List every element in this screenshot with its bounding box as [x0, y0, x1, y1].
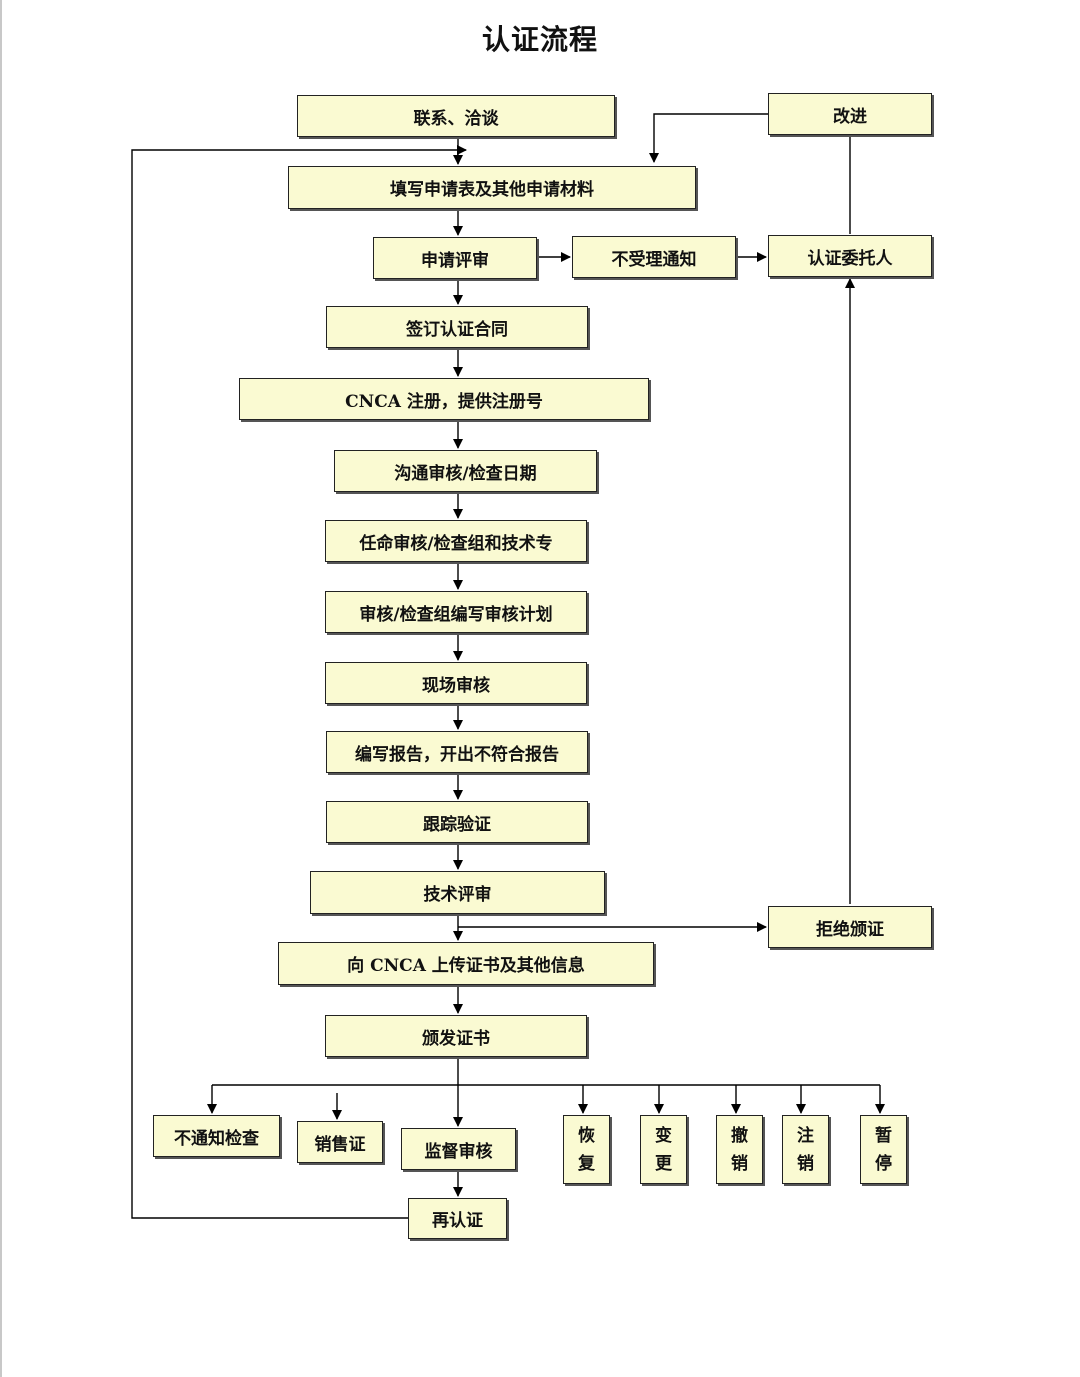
step-sign-contract-label: 签订认证合同 — [406, 319, 508, 340]
step-client: 认证委托人 — [768, 235, 932, 277]
page-edge — [0, 0, 2, 1377]
step-not-accepted: 不受理通知 — [572, 236, 736, 278]
step-contact-label: 联系、洽谈 — [413, 108, 499, 129]
step-onsite-audit-label: 现场审核 — [422, 675, 490, 696]
step-onsite-audit: 现场审核 — [325, 662, 587, 704]
step-change: 变 更 — [640, 1115, 687, 1184]
step-revoke: 撤 销 — [716, 1115, 763, 1184]
step-application-review: 申请评审 — [373, 237, 537, 279]
step-unannounced-label: 不通知检查 — [174, 1128, 259, 1149]
step-suspend-char-2: 停 — [875, 1153, 892, 1174]
step-restore-char-1: 恢 — [578, 1125, 595, 1146]
step-contact: 联系、洽谈 — [297, 95, 615, 137]
step-client-label: 认证委托人 — [807, 248, 893, 269]
step-appoint-team-label: 任命审核/检查组和技术专 — [359, 533, 553, 554]
step-change-char-2: 更 — [655, 1153, 672, 1174]
step-cnca-register-label: CNCA 注册，提供注册号 — [345, 391, 543, 412]
step-audit-plan: 审核/检查组编写审核计划 — [325, 591, 587, 633]
step-refuse-cert: 拒绝颁证 — [768, 906, 932, 948]
step-write-report-label: 编写报告，开出不符合报告 — [355, 744, 559, 765]
step-unannounced: 不通知检查 — [153, 1115, 280, 1157]
step-follow-up-label: 跟踪验证 — [423, 814, 491, 835]
step-improve-label: 改进 — [833, 106, 867, 127]
step-surveillance: 监督审核 — [401, 1128, 516, 1170]
step-restore: 恢 复 — [563, 1115, 610, 1184]
step-revoke-char-1: 撤 — [731, 1125, 748, 1146]
step-sales-cert: 销售证 — [297, 1121, 383, 1163]
step-cnca-register: CNCA 注册，提供注册号 — [239, 378, 649, 420]
step-write-report: 编写报告，开出不符合报告 — [326, 731, 588, 773]
step-technical-review-label: 技术评审 — [423, 885, 492, 905]
step-communicate-dates-label: 沟通审核/检查日期 — [394, 463, 537, 484]
step-recertification: 再认证 — [408, 1198, 507, 1239]
step-sign-contract: 签订认证合同 — [326, 306, 588, 348]
step-refuse-cert-label: 拒绝颁证 — [816, 919, 884, 940]
step-follow-up: 跟踪验证 — [326, 801, 588, 843]
step-change-char-1: 变 — [655, 1125, 672, 1146]
step-upload-cnca-label: 向 CNCA 上传证书及其他信息 — [347, 956, 585, 976]
step-issue-cert: 颁发证书 — [325, 1015, 587, 1057]
step-sales-cert-label: 销售证 — [314, 1134, 366, 1155]
step-technical-review: 技术评审 — [310, 871, 605, 914]
step-improve: 改进 — [768, 93, 932, 135]
step-not-accepted-label: 不受理通知 — [611, 249, 697, 270]
arrow-improve-to-fill — [649, 113, 768, 163]
step-restore-char-2: 复 — [578, 1153, 595, 1174]
step-revoke-char-2: 销 — [731, 1153, 748, 1174]
step-communicate-dates: 沟通审核/检查日期 — [334, 450, 597, 492]
step-cancel-char-1: 注 — [797, 1125, 814, 1146]
step-suspend: 暂 停 — [860, 1115, 907, 1184]
step-cancel: 注 销 — [782, 1115, 829, 1184]
step-recertification-label: 再认证 — [432, 1211, 483, 1231]
step-application-review-label: 申请评审 — [421, 250, 489, 271]
page-title: 认证流程 — [481, 23, 598, 56]
arrow-recert-loop — [131, 145, 467, 1219]
step-issue-cert-label: 颁发证书 — [422, 1028, 490, 1049]
step-fill-application: 填写申请表及其他申请材料 — [288, 166, 696, 209]
step-fill-application-label: 填写申请表及其他申请材料 — [390, 180, 594, 200]
step-audit-plan-label: 审核/检查组编写审核计划 — [359, 604, 553, 625]
step-appoint-team: 任命审核/检查组和技术专 — [325, 520, 587, 562]
step-suspend-char-1: 暂 — [875, 1125, 892, 1146]
step-cancel-char-2: 销 — [797, 1153, 814, 1174]
step-surveillance-label: 监督审核 — [424, 1141, 493, 1162]
step-upload-cnca: 向 CNCA 上传证书及其他信息 — [278, 942, 654, 985]
